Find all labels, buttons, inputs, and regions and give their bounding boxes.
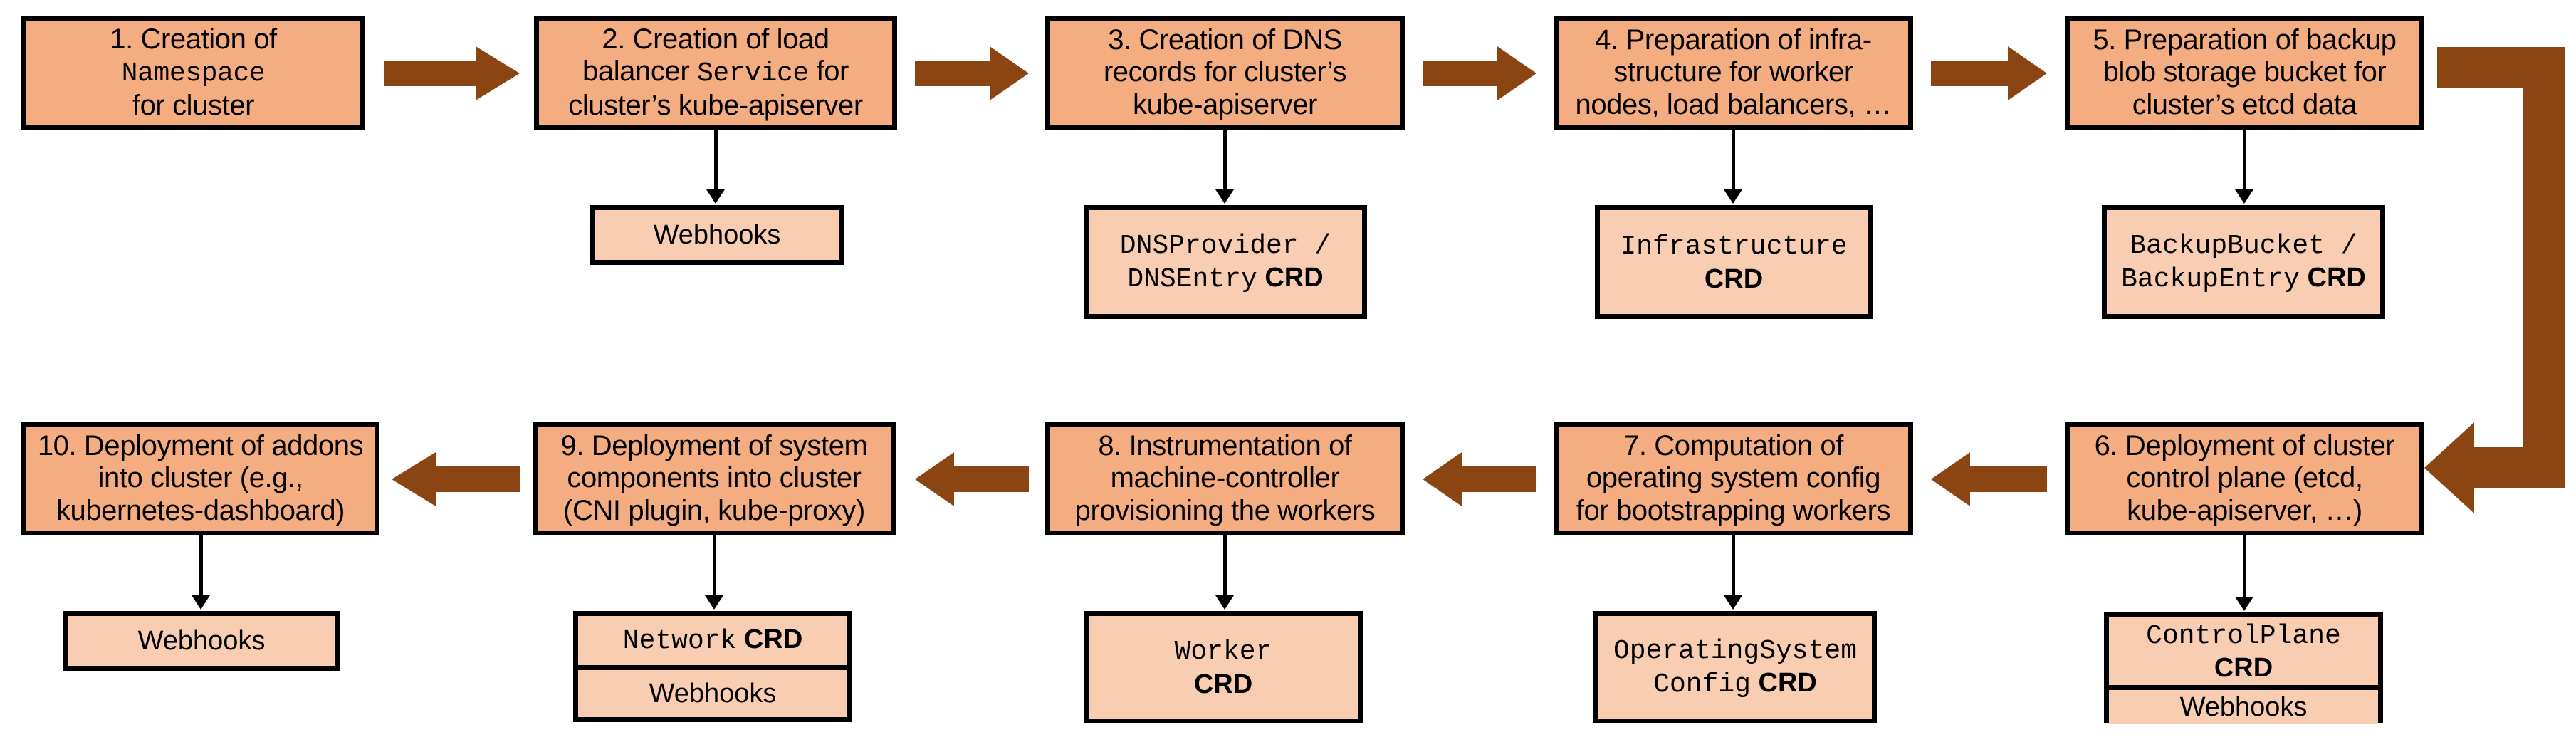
step-label-4: 4. Preparation of infra- structure for w… bbox=[1575, 23, 1892, 120]
flow-arrow-7-to-8 bbox=[1423, 451, 1536, 508]
sub-label-webhooks-10: Webhooks bbox=[137, 625, 266, 656]
connector-line-step-9 bbox=[713, 535, 716, 595]
sub-box-osc-crd[interactable]: OperatingSystem Config CRD bbox=[1598, 616, 1872, 719]
step-box-10[interactable]: 10. Deployment of addons into cluster (e… bbox=[21, 422, 379, 535]
sub-label-controlplane-crd: ControlPlane CRD bbox=[2146, 621, 2341, 684]
flow-arrow-8-to-9 bbox=[915, 451, 1029, 508]
connector-arrowhead-step-6 bbox=[2235, 597, 2253, 611]
sub-group-step-2: Webhooks bbox=[590, 205, 844, 265]
connector-line-step-10 bbox=[199, 535, 203, 595]
sub-label-worker-crd: Worker CRD bbox=[1174, 637, 1272, 699]
step-box-6[interactable]: 6. Deployment of cluster control plane (… bbox=[2065, 422, 2424, 535]
sub-group-step-8: Worker CRD bbox=[1084, 611, 1363, 723]
step-label-1: 1. Creation of Namespace for cluster bbox=[110, 23, 277, 121]
sub-group-step-6: ControlPlane CRD Webhooks bbox=[2104, 612, 2383, 725]
flow-arrow-6-to-7 bbox=[1931, 451, 2047, 508]
sub-label-webhooks-9: Webhooks bbox=[649, 678, 777, 709]
sub-group-step-4: Infrastructure CRD bbox=[1595, 205, 1873, 319]
sub-box-webhooks-9[interactable]: Webhooks bbox=[578, 665, 847, 717]
connector-arrowhead-step-7 bbox=[1724, 595, 1742, 610]
sub-label-webhooks-2: Webhooks bbox=[653, 219, 781, 250]
flow-arrow-5-to-6-wrap bbox=[2424, 47, 2576, 513]
step-label-6: 6. Deployment of cluster control plane (… bbox=[2094, 429, 2395, 526]
connector-arrowhead-step-5 bbox=[2235, 189, 2253, 204]
sub-box-network-crd[interactable]: Network CRD bbox=[578, 616, 847, 665]
sub-label-backup-crd: BackupBucket / BackupEntry CRD bbox=[2121, 230, 2366, 295]
connector-line-step-8 bbox=[1223, 535, 1227, 595]
sub-label-webhooks-6: Webhooks bbox=[2179, 692, 2308, 723]
connector-line-step-2 bbox=[714, 130, 718, 189]
sub-box-worker-crd[interactable]: Worker CRD bbox=[1089, 616, 1358, 719]
sub-box-webhooks-2[interactable]: Webhooks bbox=[595, 210, 839, 260]
step-label-10: 10. Deployment of addons into cluster (e… bbox=[37, 429, 364, 526]
step-box-1[interactable]: 1. Creation of Namespace for cluster bbox=[21, 16, 365, 130]
step-label-2: 2. Creation of load balancer Service for… bbox=[568, 23, 863, 121]
connector-line-step-3 bbox=[1223, 130, 1227, 189]
sub-box-backup-crd[interactable]: BackupBucket / BackupEntry CRD bbox=[2107, 210, 2380, 314]
step-box-5[interactable]: 5. Preparation of backup blob storage bu… bbox=[2065, 16, 2424, 130]
sub-box-controlplane-crd[interactable]: ControlPlane CRD bbox=[2109, 617, 2378, 686]
connector-line-step-7 bbox=[1732, 535, 1735, 595]
sub-group-step-10: Webhooks bbox=[63, 611, 340, 671]
sub-box-infrastructure-crd[interactable]: Infrastructure CRD bbox=[1600, 210, 1868, 314]
connector-line-step-6 bbox=[2243, 535, 2246, 597]
step-label-3: 3. Creation of DNS records for cluster’s… bbox=[1103, 23, 1347, 120]
sub-label-osc-crd: OperatingSystem Config CRD bbox=[1613, 635, 1858, 700]
connector-arrowhead-step-10 bbox=[192, 595, 210, 610]
step-label-5: 5. Preparation of backup blob storage bu… bbox=[2093, 23, 2397, 120]
connector-arrowhead-step-2 bbox=[706, 189, 725, 204]
sub-label-network-crd: Network CRD bbox=[622, 624, 803, 657]
flow-arrow-2-to-3 bbox=[915, 45, 1029, 102]
step-box-9[interactable]: 9. Deployment of system components into … bbox=[533, 422, 896, 535]
sub-group-step-9: Network CRD Webhooks bbox=[573, 611, 852, 722]
step-box-7[interactable]: 7. Computation of operating system confi… bbox=[1554, 422, 1913, 535]
step-box-4[interactable]: 4. Preparation of infra- structure for w… bbox=[1554, 16, 1913, 130]
flow-arrow-9-to-10 bbox=[392, 451, 520, 508]
step-label-8: 8. Instrumentation of machine-controller… bbox=[1074, 429, 1376, 526]
step-box-3[interactable]: 3. Creation of DNS records for cluster’s… bbox=[1045, 16, 1405, 130]
step-label-9: 9. Deployment of system components into … bbox=[560, 429, 868, 526]
sub-box-webhooks-10[interactable]: Webhooks bbox=[68, 616, 335, 666]
step-box-2[interactable]: 2. Creation of load balancer Service for… bbox=[534, 16, 897, 130]
connector-arrowhead-step-4 bbox=[1724, 189, 1742, 204]
sub-box-webhooks-6[interactable]: Webhooks bbox=[2109, 685, 2378, 725]
sub-group-step-5: BackupBucket / BackupEntry CRD bbox=[2102, 205, 2385, 319]
sub-label-dns-crd: DNSProvider / DNSEntry CRD bbox=[1119, 230, 1331, 295]
step-label-7: 7. Computation of operating system confi… bbox=[1576, 429, 1891, 526]
connector-line-step-4 bbox=[1732, 130, 1735, 189]
sub-group-step-3: DNSProvider / DNSEntry CRD bbox=[1084, 205, 1367, 319]
connector-arrowhead-step-3 bbox=[1215, 189, 1234, 204]
connector-arrowhead-step-9 bbox=[705, 595, 723, 610]
connector-line-step-5 bbox=[2243, 130, 2246, 189]
flow-arrow-1-to-2 bbox=[384, 45, 520, 102]
sub-group-step-7: OperatingSystem Config CRD bbox=[1593, 611, 1877, 723]
connector-arrowhead-step-8 bbox=[1215, 595, 1234, 610]
flow-arrow-3-to-4 bbox=[1423, 45, 1536, 102]
flow-arrow-4-to-5 bbox=[1931, 45, 2047, 102]
sub-box-dns-crd[interactable]: DNSProvider / DNSEntry CRD bbox=[1089, 210, 1362, 314]
sub-label-infrastructure-crd: Infrastructure CRD bbox=[1620, 231, 1848, 294]
step-box-8[interactable]: 8. Instrumentation of machine-controller… bbox=[1045, 422, 1405, 535]
